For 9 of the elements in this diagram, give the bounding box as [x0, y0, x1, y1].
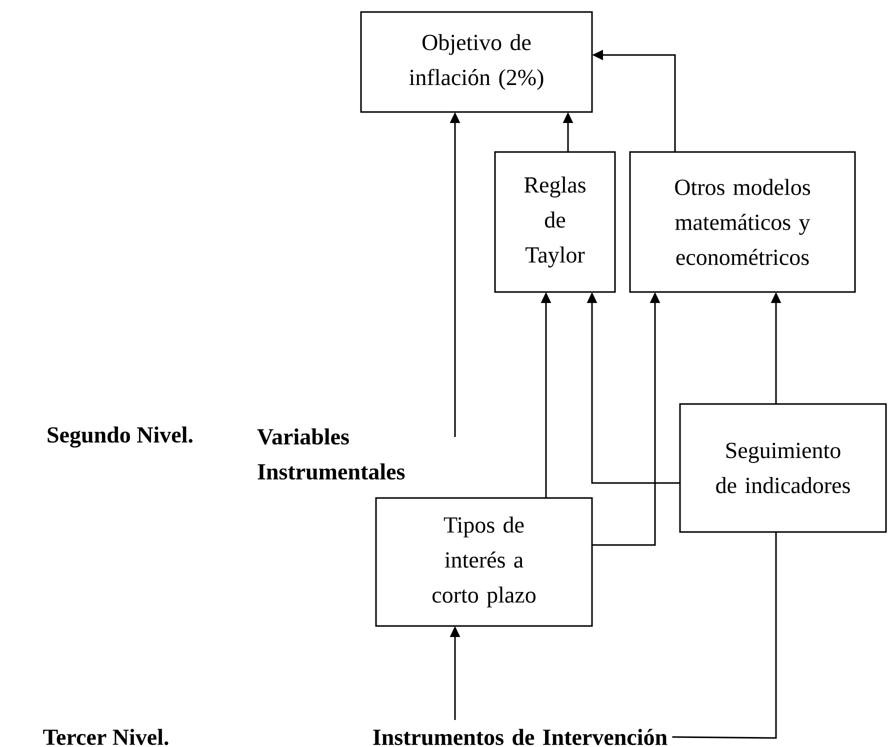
text-box: Seguimiento de indicadores — [679, 403, 887, 533]
text-box: Objetivo de inflación (2%) — [360, 11, 593, 113]
level-heading: Instrumentos de Intervención — [373, 728, 668, 746]
text-box: Otros modelos matemáticos y econométricos — [629, 151, 856, 293]
level-label: Tercer Nivel. — [43, 728, 168, 746]
text-box: Reglas de Taylor — [494, 151, 616, 293]
level-label: Segundo Nivel. — [48, 426, 192, 448]
text-box: Tipos de interés a corto plazo — [375, 497, 593, 627]
level-heading: Variables Instrumentales — [257, 428, 405, 480]
